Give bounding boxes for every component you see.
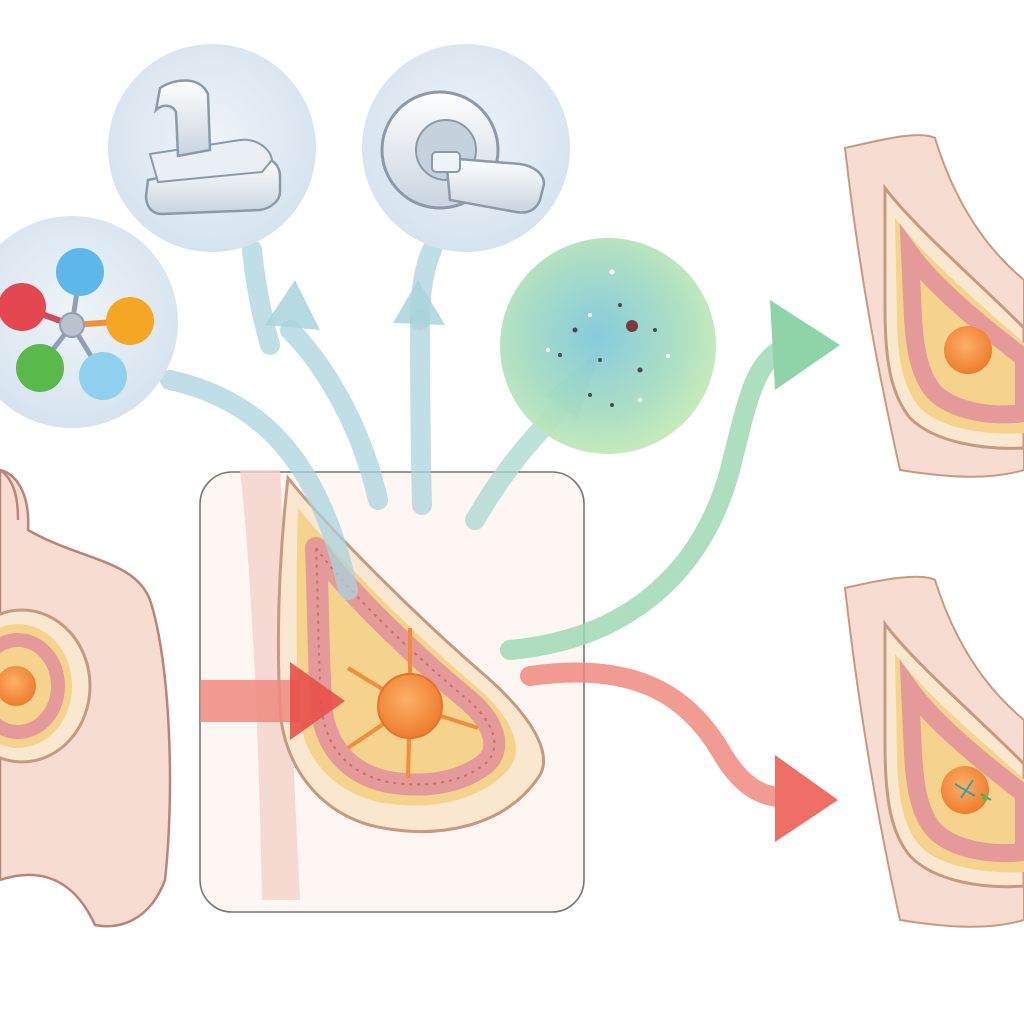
mammography-machine-icon [108,44,316,252]
torso-breast-cross-section [0,608,92,764]
outcome-breast-bottom [843,575,1024,928]
focus-tumor [377,673,443,739]
mri-scanner-icon [362,44,570,252]
focus-panel [199,470,585,913]
arrow-mammography [280,320,388,510]
torso-illustration [0,468,172,928]
red-outcome-arrow [520,662,838,842]
molecular-network-icon [0,216,178,428]
torso-tumor [0,666,36,706]
microscopic-cells-icon [500,238,716,454]
arrow-molecular [160,370,358,600]
incoming-red-arrow [200,662,345,740]
outcome-breast-top [843,134,1024,478]
green-outcome-arrow [500,300,840,660]
arrow-mri [410,310,432,515]
outcome-top-core [944,326,992,374]
